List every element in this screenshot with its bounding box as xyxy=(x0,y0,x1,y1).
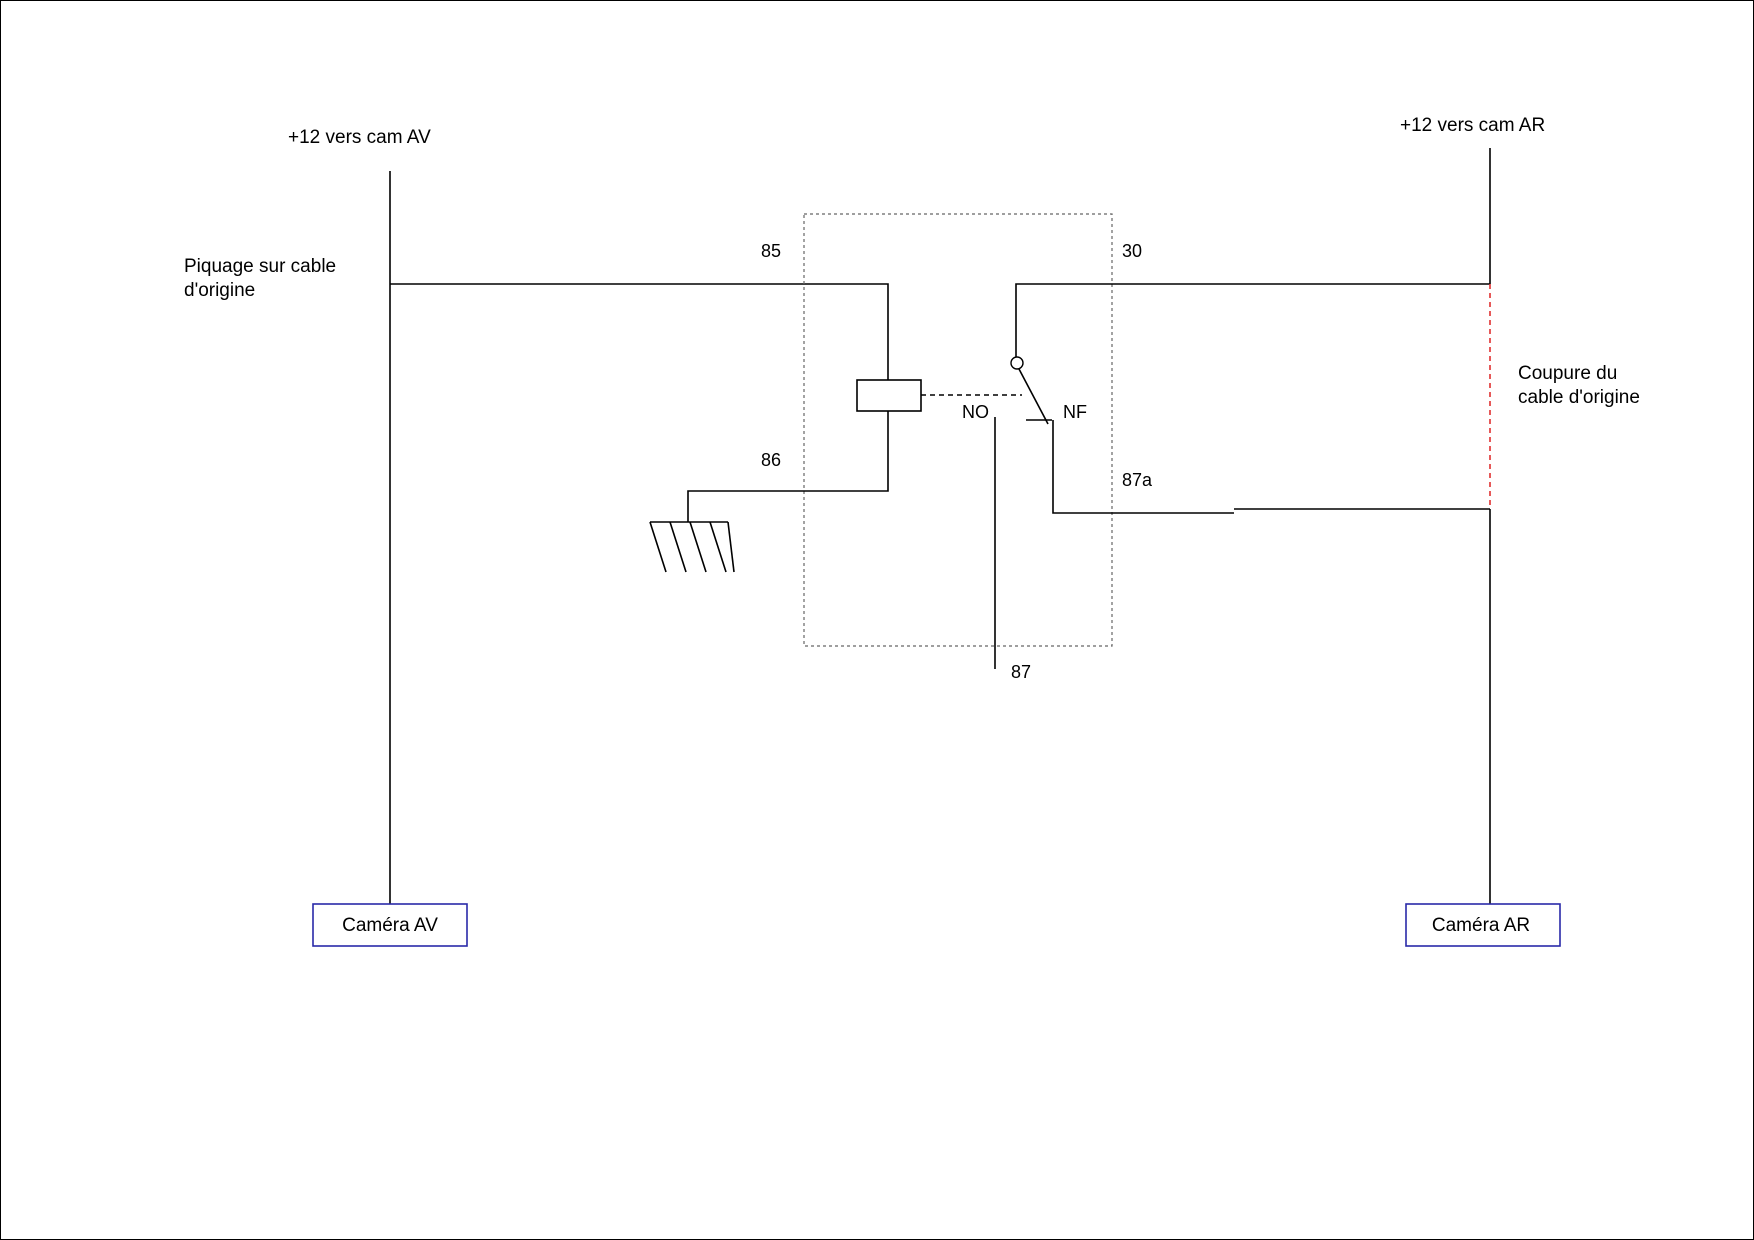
coil-ground-wire-86 xyxy=(687,411,889,522)
contact-no-label: NO xyxy=(962,402,989,422)
tap-label-line2: d'origine xyxy=(184,280,255,301)
camera-front-label: Caméra AV xyxy=(342,915,438,936)
nf-wire-87a xyxy=(1052,420,1234,514)
supply-front-label: +12 vers cam AV xyxy=(288,127,431,148)
pin-30-label: 30 xyxy=(1122,241,1142,261)
pin-85-label: 85 xyxy=(761,241,781,261)
ground-icon xyxy=(649,521,735,573)
cut-label-line2: cable d'origine xyxy=(1518,387,1640,408)
switch-pivot xyxy=(1010,356,1024,370)
pin-87-label: 87 xyxy=(1011,662,1031,682)
switch-arm xyxy=(1018,368,1049,425)
camera-front-box xyxy=(312,903,468,947)
contact-nf-label: NF xyxy=(1063,402,1087,422)
supply-rear-label: +12 vers cam AR xyxy=(1400,115,1545,136)
pin-86-label: 86 xyxy=(761,450,781,470)
tap-label-line1: Piquage sur cable xyxy=(184,256,336,277)
cut-label-line1: Coupure du xyxy=(1518,363,1617,384)
camera-rear-label: Caméra AR xyxy=(1432,915,1530,936)
coil-feed-wire-85 xyxy=(390,283,889,380)
relay-coil xyxy=(856,379,922,412)
relay-enclosure xyxy=(803,213,1113,647)
common-wire-30 xyxy=(1015,283,1490,358)
camera-rear-box xyxy=(1405,903,1561,947)
pin-87a-label: 87a xyxy=(1122,470,1153,490)
